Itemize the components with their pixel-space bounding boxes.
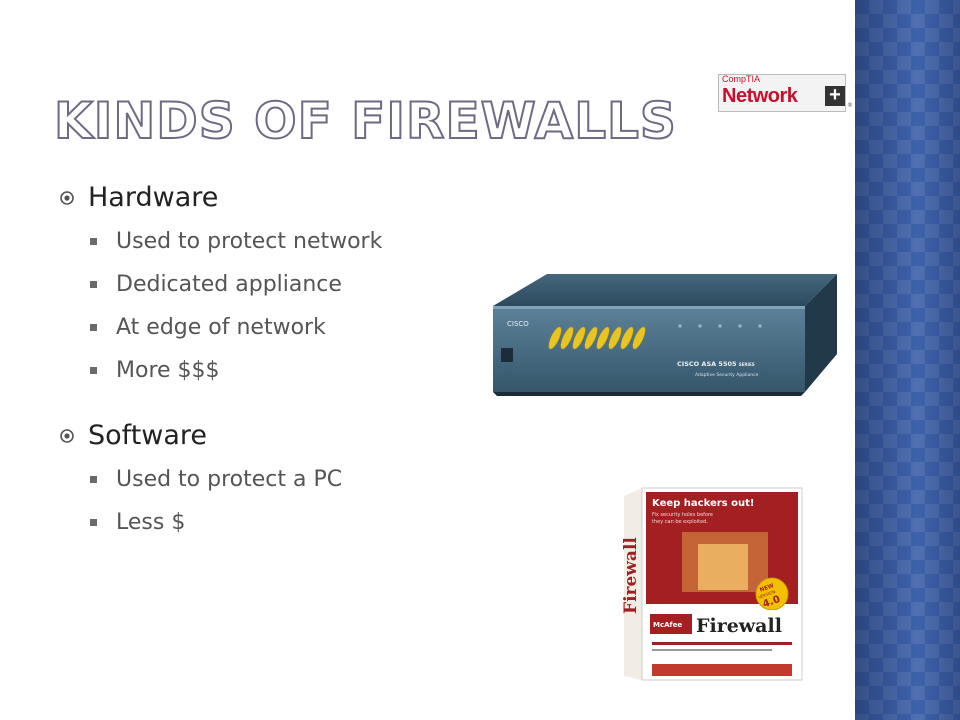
sub-bullet: At edge of network xyxy=(90,306,520,349)
sub-bullet-text: More $$$ xyxy=(116,358,220,383)
comptia-network-plus-logo: CompTIA Network + ® xyxy=(718,74,853,114)
cisco-subtitle-text: Adaptive Security Appliance xyxy=(695,372,759,378)
circled-bullet-icon xyxy=(60,191,74,205)
cisco-brand-text: CISCO xyxy=(507,320,529,328)
bullet-software-label: Software xyxy=(88,420,208,451)
sub-bullet: Used to protect network xyxy=(90,220,520,263)
logo-comptia-text: CompTIA xyxy=(722,74,761,84)
bullet-hardware: Hardware Used to protect network Dedicat… xyxy=(60,178,520,392)
sub-bullet: Dedicated appliance xyxy=(90,263,520,306)
box-tagline-text: Keep hackers out! xyxy=(652,498,754,509)
list-gap xyxy=(60,392,520,416)
badge-line-2-text: VERSION xyxy=(757,589,776,600)
box-subtagline-1-text: Fix security holes before xyxy=(652,512,713,518)
logo-brand-text: Network xyxy=(722,85,798,107)
box-spine-text: Firewall xyxy=(621,537,641,614)
bullet-hardware-label: Hardware xyxy=(88,182,219,213)
circled-bullet-icon xyxy=(60,429,74,443)
bullet-list: Hardware Used to protect network Dedicat… xyxy=(60,178,520,544)
mcafee-firewall-box-image: Keep hackers out! Fix security holes bef… xyxy=(612,484,810,684)
sub-bullet-text: At edge of network xyxy=(116,315,326,340)
sub-bullet: More $$$ xyxy=(90,349,520,392)
sub-bullet-text: Used to protect network xyxy=(116,229,383,254)
badge-line-1-text: NEW xyxy=(759,583,775,594)
sub-bullet: Less $ xyxy=(90,501,520,544)
bullet-software: Software Used to protect a PC Less $ xyxy=(60,416,520,544)
square-bullet-icon xyxy=(90,367,97,374)
box-vendor-text: McAfee xyxy=(653,621,682,629)
sub-bullet-text: Dedicated appliance xyxy=(116,272,342,297)
box-product-text: Firewall xyxy=(696,615,782,637)
sub-bullet-text: Less $ xyxy=(116,510,186,535)
square-bullet-icon xyxy=(90,324,97,331)
decorative-side-strip xyxy=(855,0,960,720)
software-sub-list: Used to protect a PC Less $ xyxy=(88,458,520,544)
square-bullet-icon xyxy=(90,519,97,526)
square-bullet-icon xyxy=(90,476,97,483)
logo-plus-mark: + xyxy=(825,85,845,106)
led-row xyxy=(548,326,646,350)
slide-title: Kinds of firewalls xyxy=(53,91,677,151)
logo-frame xyxy=(718,74,846,112)
logo-registered-mark: ® xyxy=(847,102,853,109)
sub-bullet-text: Used to protect a PC xyxy=(116,467,343,492)
hardware-sub-list: Used to protect network Dedicated applia… xyxy=(88,220,520,392)
square-bullet-icon xyxy=(90,238,97,245)
square-bullet-icon xyxy=(90,281,97,288)
sub-bullet: Used to protect a PC xyxy=(90,458,520,501)
cisco-model-text: CISCO ASA 5505 SERIES xyxy=(677,360,755,368)
box-subtagline-2-text: they can be exploited. xyxy=(652,519,708,525)
cisco-asa-appliance-image: CISCO CISCO ASA 5505 SERIES Adaptive Sec… xyxy=(493,274,837,396)
